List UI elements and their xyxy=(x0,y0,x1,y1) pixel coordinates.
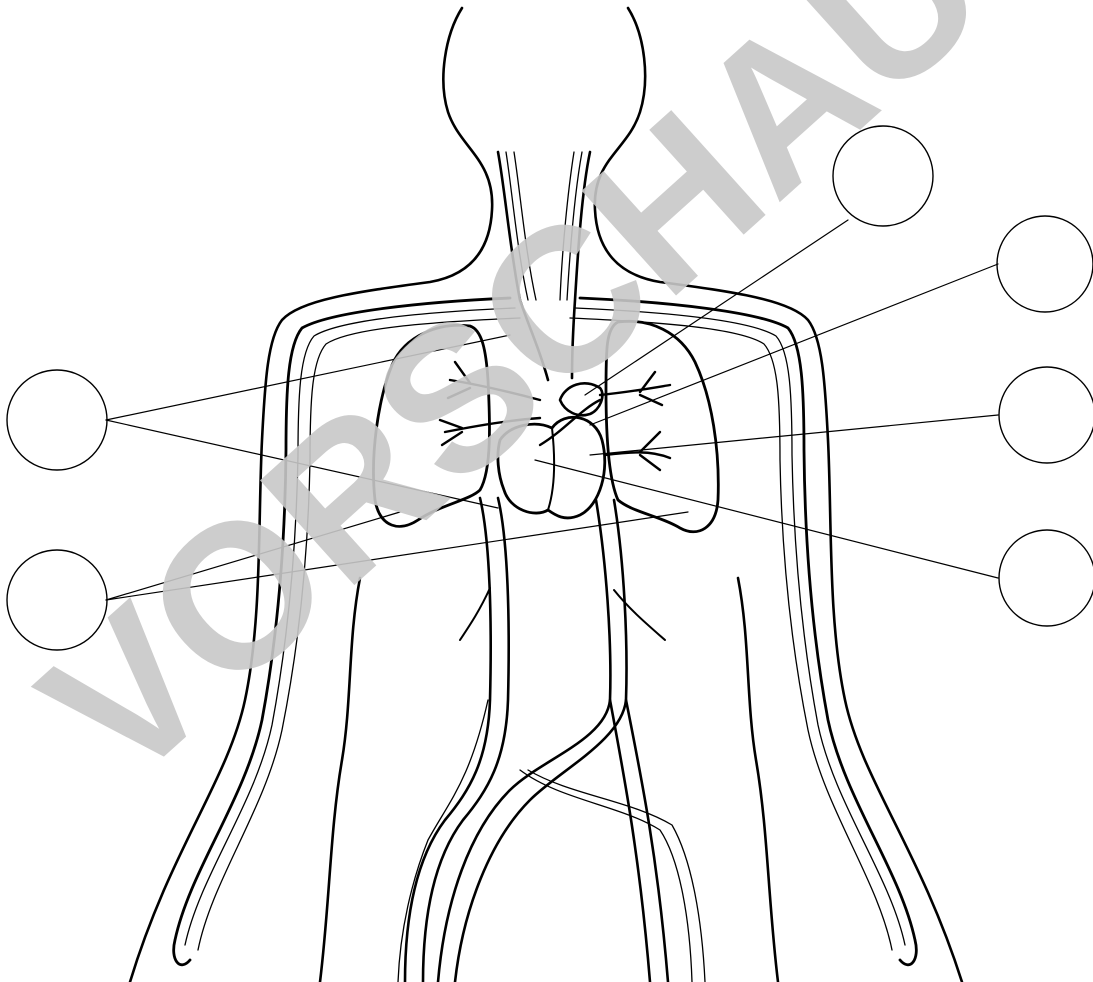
answer-circle-right-4[interactable] xyxy=(999,530,1093,626)
great-vessels xyxy=(398,498,705,982)
answer-circle-right-2[interactable] xyxy=(997,216,1093,312)
answer-circle-right-3[interactable] xyxy=(999,367,1093,463)
leader-line xyxy=(590,415,998,455)
watermark-text: VORSCHAU xyxy=(0,0,1025,825)
answer-circle-left-1[interactable] xyxy=(7,370,107,470)
